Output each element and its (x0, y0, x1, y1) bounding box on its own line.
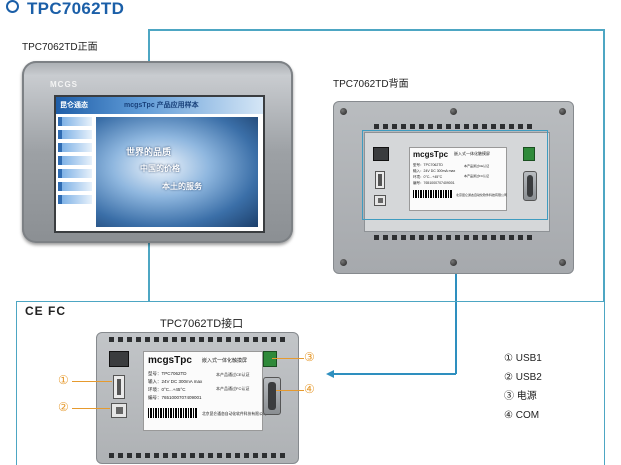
screen-app-title: mcgsTpc 产品应用样本 (124, 102, 199, 109)
callout-4: ④ (304, 382, 315, 396)
connector-back-down (455, 218, 457, 374)
sticker-brand: mcgsTpc (148, 355, 192, 366)
vent-grille (109, 453, 289, 458)
sticker-serial: 编号：7651000707409001 (148, 395, 202, 400)
front-device-image: MCGS 昆仑通态 mcgsTpc 产品应用样本 世界的品质 中国的价格 本土的… (22, 61, 293, 243)
circle-bullet-icon (6, 0, 19, 13)
power-connector (523, 147, 535, 161)
sticker-product-name: 嵌入式一体化触摸屏 (202, 358, 248, 364)
callout-2: ② (58, 400, 69, 414)
screen-banner-image: 世界的品质 中国的价格 本土的服务 (96, 117, 258, 227)
sticker-power: 输入：24V DC 300mA max (413, 169, 456, 173)
callout-line-2 (72, 408, 110, 409)
sticker-ce-note: 本产品通过CE认证 (216, 372, 250, 377)
back-device-image: mcgsTpc 嵌入式一体化触摸屏 型号：TPC7062TD 输入：24V DC… (333, 101, 574, 274)
sticker-ce-note: 本产品通过CE认证 (464, 164, 490, 168)
interface-section-frame (16, 301, 605, 465)
certification-marks: CE FC (25, 304, 66, 318)
screen-slogan-2: 中国的价格 (140, 164, 180, 173)
com-port (523, 171, 537, 201)
back-label: TPC7062TD背面 (333, 79, 409, 90)
interface-label: TPC7062TD接口 (160, 318, 244, 330)
screen-slogan-1: 世界的品质 (126, 147, 172, 157)
screw-icon (559, 108, 566, 115)
screw-icon (340, 259, 347, 266)
callout-1: ① (58, 373, 69, 387)
rear-panel: mcgsTpc 嵌入式一体化触摸屏 型号：TPC7062TD 输入：24V DC… (364, 132, 550, 232)
usb2-port (374, 195, 386, 206)
label-sticker: mcgsTpc 嵌入式一体化触摸屏 型号：TPC7062TD 输入：24V DC… (143, 351, 267, 431)
callout-3: ③ (304, 350, 315, 364)
interface-highlight-box (362, 130, 548, 220)
sticker-maker: 北京昆仑通态自动化软件科技有限公司 (456, 193, 508, 197)
sticker-maker: 北京昆仑通态自动化软件科技有限公司 (202, 412, 267, 416)
callout-line-3 (272, 358, 304, 359)
screen-header (56, 97, 263, 114)
screen-slogan-3: 本土的服务 (162, 182, 202, 191)
sticker-model: 型号：TPC7062TD (148, 371, 187, 376)
legend-item: ③ 电源 (504, 391, 537, 402)
label-sticker: mcgsTpc 嵌入式一体化触摸屏 型号：TPC7062TD 输入：24V DC… (409, 147, 507, 211)
screw-icon (450, 259, 457, 266)
sticker-model: 型号：TPC7062TD (413, 163, 443, 167)
legend-item: ④ COM (504, 410, 540, 421)
sticker-power: 输入：24V DC 300mA max (148, 379, 203, 384)
interface-device-image: mcgsTpc 嵌入式一体化触摸屏 型号：TPC7062TD 输入：24V DC… (96, 332, 299, 464)
connector-back-left (333, 373, 456, 375)
connector-left-lower (148, 243, 150, 301)
brand-logo: MCGS (50, 80, 78, 89)
screw-icon (559, 259, 566, 266)
connector-left-upper (148, 29, 150, 61)
touch-screen: 昆仑通态 mcgsTpc 产品应用样本 世界的品质 中国的价格 本土的服务 (54, 95, 265, 233)
port-legend: ① USB1 ② USB2 ③ 电源 ④ COM (504, 349, 542, 425)
sticker-temp: 环境：0°C...+45°C (148, 387, 186, 392)
vent-grille (374, 235, 534, 240)
sticker-temp: 环境：0°C...+45°C (413, 175, 443, 179)
vent-grille (374, 124, 534, 129)
sticker-fc-note: 本产品通过FC认证 (464, 174, 489, 178)
legend-item: ② USB2 (504, 372, 542, 383)
callout-line-4 (276, 390, 304, 391)
connector-top (148, 29, 605, 31)
usb1-port (375, 171, 385, 189)
screen-sidebar (58, 117, 92, 227)
power-connector (263, 351, 277, 367)
barcode (148, 408, 198, 418)
front-label: TPC7062TD正面 (22, 42, 98, 53)
screen-logo: 昆仑通态 (60, 102, 88, 109)
com-port (263, 377, 281, 415)
sticker-brand: mcgsTpc (413, 150, 449, 159)
usb2-port (111, 403, 127, 418)
title-text: TPC7062TD (27, 0, 125, 18)
callout-line-1 (72, 381, 112, 382)
connector-right (603, 29, 605, 302)
arrow-left-icon (326, 370, 334, 378)
vent-grille (109, 337, 289, 342)
sticker-serial: 编号：7651000707409001 (413, 181, 455, 185)
screw-icon (450, 108, 457, 115)
page-title: TPC7062TD (6, 0, 124, 19)
barcode (413, 190, 453, 198)
legend-item: ① USB1 (504, 353, 542, 364)
ethernet-port (373, 147, 389, 161)
sticker-fc-note: 本产品通过FC认证 (216, 386, 250, 391)
usb1-port (113, 375, 125, 399)
screw-icon (340, 108, 347, 115)
sticker-product-name: 嵌入式一体化触摸屏 (454, 151, 490, 156)
ethernet-port (109, 351, 129, 367)
